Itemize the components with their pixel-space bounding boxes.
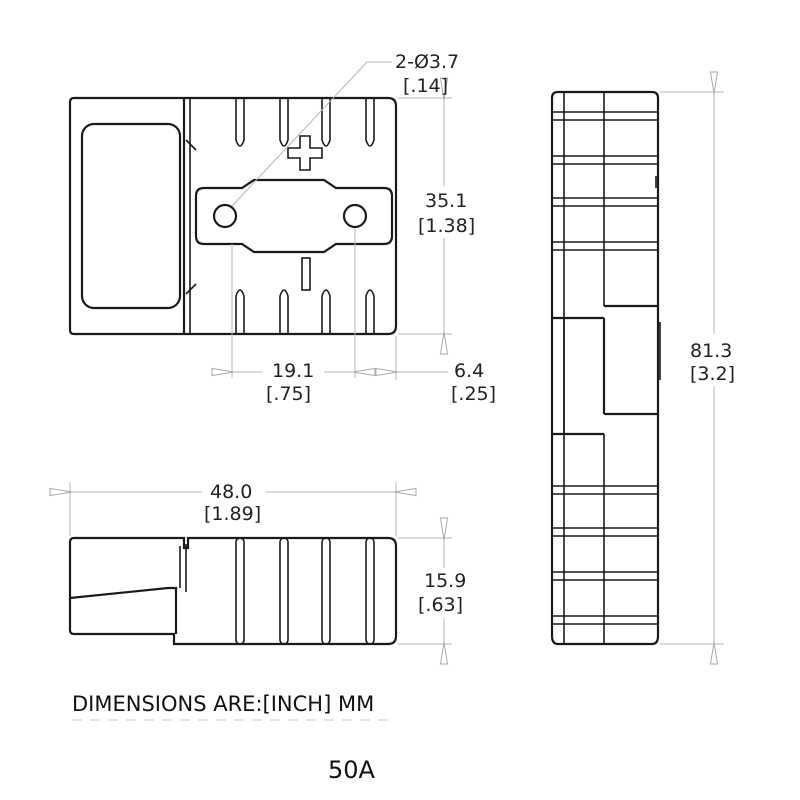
side-view — [70, 480, 476, 644]
dimension-35-1 — [398, 98, 476, 334]
minus-symbol — [301, 257, 311, 291]
top-view-outline — [68, 96, 398, 336]
dimension-81-3 — [660, 92, 742, 644]
plus-symbol — [287, 135, 323, 171]
hole-leader — [231, 61, 392, 207]
end-view — [550, 90, 742, 646]
dimension-15-9 — [398, 538, 476, 644]
mounting-hole-left — [212, 203, 238, 229]
end-view-contact-recess — [551, 176, 661, 560]
offset-dim-mm: 6.4 — [454, 360, 484, 382]
side-view-ribs — [235, 537, 375, 645]
side-view-outline — [68, 536, 398, 646]
width-dim-inch: [3.2] — [690, 363, 735, 385]
offset-dim-inch: [.25] — [451, 383, 496, 405]
dimension-6-4 — [396, 336, 448, 380]
height-dim-mm: 15.9 — [424, 570, 466, 592]
dimension-48-0 — [70, 480, 396, 536]
span-dim-mm: 35.1 — [425, 190, 467, 212]
mounting-flange — [194, 178, 394, 254]
top-view-ribs — [235, 98, 375, 334]
length-dim-mm: 48.0 — [210, 481, 252, 503]
hole-dim-mm: 2-Ø3.7 — [395, 51, 459, 73]
model-label: 50A — [328, 756, 376, 784]
top-view — [68, 61, 476, 406]
units-note: DIMENSIONS ARE:[INCH] MM — [72, 692, 374, 716]
length-dim-inch: [1.89] — [204, 503, 261, 525]
end-view-ribs — [552, 111, 658, 625]
span-dim-inch: [1.38] — [418, 215, 475, 237]
hole-dim-inch: [.14] — [403, 75, 448, 97]
height-dim-inch: [.63] — [418, 594, 463, 616]
pitch-dim-mm: 19.1 — [272, 360, 314, 382]
mounting-hole-right — [342, 203, 368, 229]
width-dim-mm: 81.3 — [690, 340, 732, 362]
end-view-outline — [550, 90, 660, 646]
dimension-19-1 — [232, 228, 355, 406]
pitch-dim-inch: [.75] — [266, 383, 311, 405]
